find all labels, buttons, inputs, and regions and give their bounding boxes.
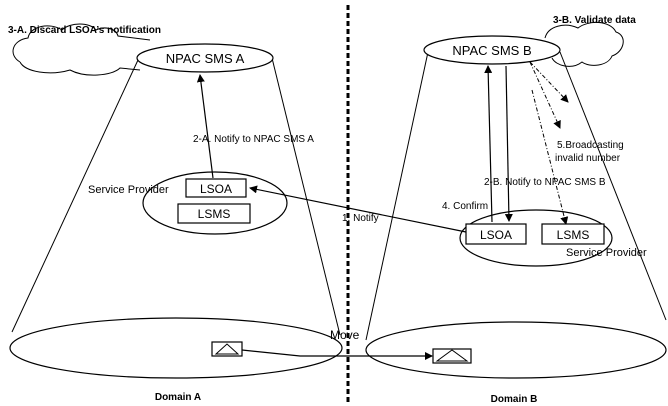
npac-sms-b	[423, 35, 561, 65]
cone-a-right	[271, 57, 341, 336]
lsms-a-box	[177, 203, 251, 224]
discard-note: 3-A. Discard LSOA’s notification	[8, 25, 161, 36]
lsms-a-label: LSMS	[198, 207, 231, 221]
phone-icon	[211, 341, 243, 357]
move-arrow	[241, 349, 433, 360]
cloud-a	[12, 23, 151, 63]
npac-sms-a	[136, 43, 274, 73]
lsoa-b-label: LSOA	[480, 228, 512, 242]
npac-sms-a-label: NPAC SMS A	[166, 51, 245, 66]
lsoa-a-label: LSOA	[200, 182, 232, 196]
broadcast-arrow-2	[529, 61, 561, 129]
phone-icon	[432, 348, 472, 364]
notify-a-label: 2-A. Notify to NPAC SMS A	[193, 134, 314, 145]
cone-b-left	[365, 51, 429, 341]
move-label: Move	[330, 328, 360, 342]
service-provider-b	[459, 209, 613, 267]
service-provider-a	[142, 171, 288, 235]
lsms-b-label: LSMS	[557, 228, 590, 242]
npac-sms-b-label: NPAC SMS B	[452, 43, 531, 58]
lsoa-b-box	[465, 223, 527, 245]
broadcast-label-1: 5.Broadcasting	[557, 140, 624, 151]
broadcast-label-2: invalid number	[555, 153, 621, 164]
cone-a-left	[11, 59, 139, 333]
domain-b-label: Domain B	[491, 394, 538, 405]
domain-b-group: 3-B. Validate data NPAC SMS B 4. Confirm…	[365, 15, 667, 405]
cloud-a-bottom	[19, 61, 141, 76]
domain-b-ellipse	[365, 321, 667, 379]
confirm-arrow	[504, 65, 513, 222]
broadcast-arrow-3	[531, 89, 569, 225]
broadcast-arrow-1	[529, 61, 569, 103]
confirm-label: 4. Confirm	[442, 201, 488, 212]
service-provider-a-label: Service Provider	[88, 184, 169, 196]
cloud-b	[544, 22, 624, 67]
notify-b-label: 2-B. Notify to NPAC SMS B	[484, 177, 606, 188]
domain-a-ellipse	[9, 317, 343, 379]
cone-b-right	[559, 51, 667, 321]
notify-1-arrow	[249, 185, 467, 233]
domain-a-group: 3-A. Discard LSOA’s notification NPAC SM…	[8, 23, 343, 403]
validate-note: 3-B. Validate data	[553, 15, 636, 26]
notify-b-arrow	[484, 65, 493, 223]
service-provider-b-label: Service Provider	[566, 247, 647, 259]
lsms-b-box	[541, 223, 605, 245]
domain-a-label: Domain A	[155, 392, 201, 403]
notify-a-arrow	[196, 74, 214, 179]
notify-1-label: 1. Notify	[342, 213, 379, 224]
lsoa-a-box	[185, 178, 247, 198]
